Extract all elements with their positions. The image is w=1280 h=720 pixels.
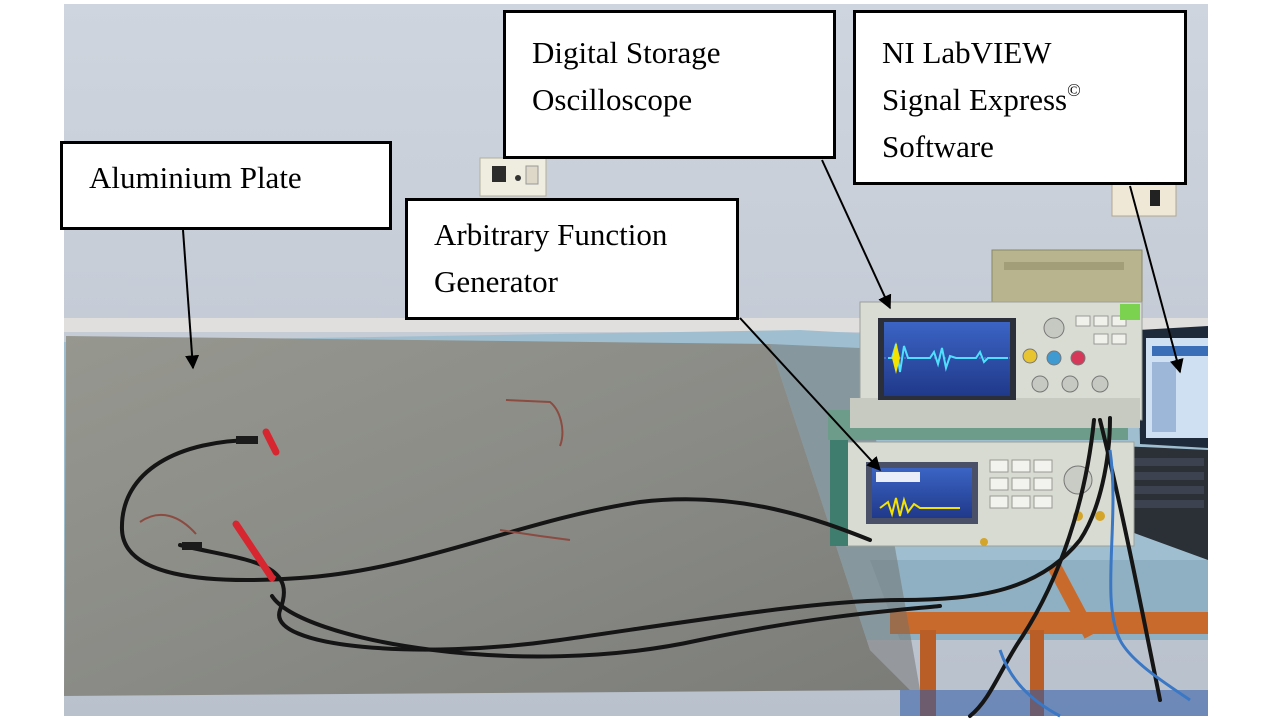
label-oscilloscope-line-2: Oscilloscope [532,82,693,117]
label-function-generator-line-2: Generator [434,264,558,299]
aluminium-plate [64,336,910,696]
wall-switchboard-right [1111,183,1177,217]
arrow-icon [739,317,881,472]
probe-clips [139,399,571,582]
label-software-line-1: NI LabVIEW [882,35,1052,70]
label-software-line-2: Signal Express© [882,76,1184,123]
label-software-line-3: Software [882,129,994,164]
network-cable [1108,449,1191,702]
label-software: NI LabVIEW Signal Express© Software [853,10,1187,185]
arrow-icon [821,159,892,310]
label-oscilloscope-line-1: Digital Storage [532,35,721,70]
laptop [1120,326,1208,560]
wall-switchboard-left [479,157,547,197]
generator-waveform [879,496,960,518]
network-cable-2 [998,649,1061,718]
copyright-mark: © [1067,80,1081,100]
oscilloscope-trace [888,343,1008,373]
label-function-generator-line-1: Arbitrary Function [434,217,668,252]
oscilloscope-knobs [1022,317,1109,393]
label-aluminium-plate: Aluminium Plate [60,141,392,230]
label-aluminium-plate-text: Aluminium Plate [89,160,302,195]
label-software-line-2-text: Signal Express [882,82,1068,117]
cables [119,416,1162,718]
annotation-arrows [182,159,1184,472]
table-legs [890,561,1208,716]
label-function-generator: Arbitrary Function Generator [405,198,739,320]
oscilloscope [850,301,1143,428]
label-oscilloscope: Digital Storage Oscilloscope [503,10,836,159]
trace-marker [892,342,900,374]
arrow-icon [1129,185,1184,374]
arrow-icon [182,229,200,370]
